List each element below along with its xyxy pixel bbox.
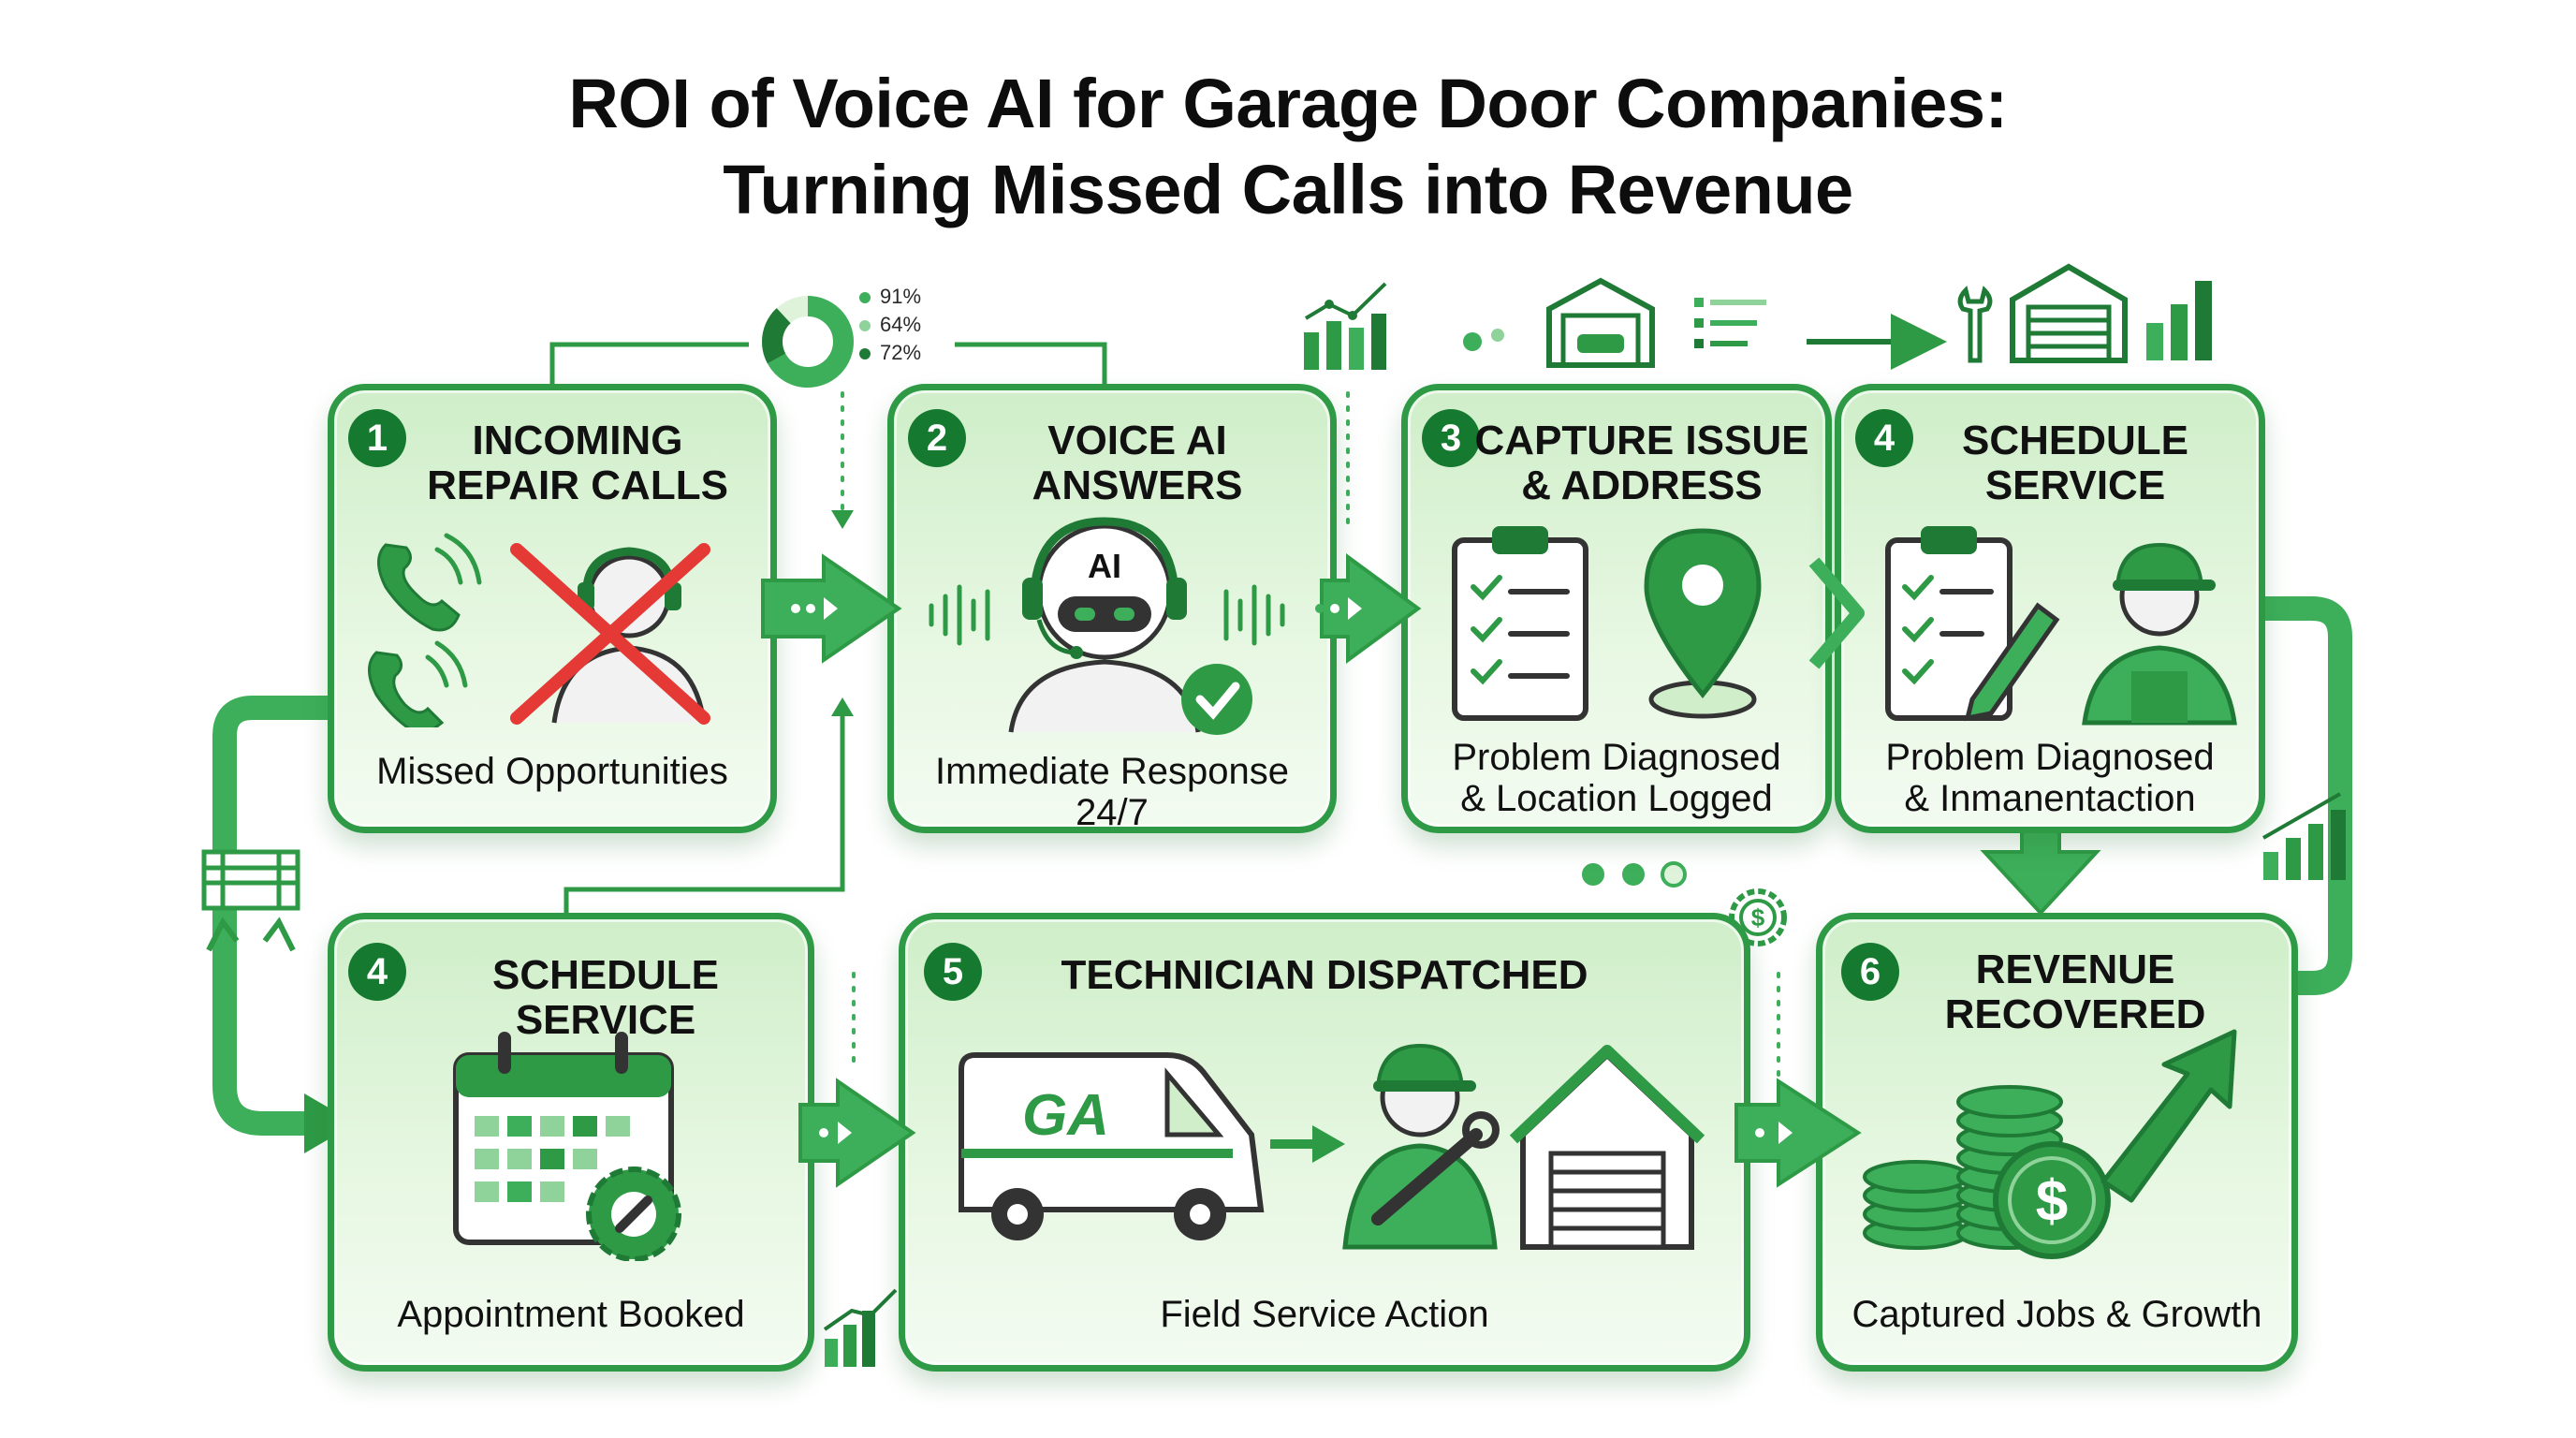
arrow-head bbox=[831, 697, 854, 716]
ai-robot-headset-icon: AI bbox=[929, 517, 1285, 735]
step-number-badge: 4 bbox=[348, 943, 406, 1001]
step-heading: TECHNICIAN DISPATCHED bbox=[1061, 952, 1588, 998]
legend-item: 91% bbox=[859, 283, 921, 311]
legend-label: 91% bbox=[880, 285, 922, 308]
technician-icon bbox=[2082, 542, 2237, 726]
step-heading: REVENUE RECOVERED bbox=[1944, 946, 2206, 1037]
legend-dot bbox=[859, 320, 871, 332]
bar-chart-icon bbox=[1304, 282, 1387, 370]
caller-person-icon bbox=[551, 547, 707, 724]
bar-chart-icon bbox=[823, 1288, 898, 1367]
title-line-2: Turning Missed Calls into Revenue bbox=[723, 151, 1853, 228]
legend-dot bbox=[859, 348, 871, 360]
connector-top-left bbox=[549, 342, 749, 384]
location-pin-icon bbox=[1644, 528, 1762, 719]
step-heading: SCHEDULE SERVICE bbox=[491, 952, 720, 1043]
step-card-5: 5 TECHNICIAN DISPATCHED GA bbox=[899, 913, 1750, 1372]
phone-ringing-icon bbox=[368, 533, 482, 727]
ai-label: AI bbox=[1088, 547, 1121, 585]
step-caption: Captured Jobs & Growth bbox=[1852, 1294, 2262, 1335]
down-arrow bbox=[1980, 822, 2101, 916]
legend-label: 64% bbox=[880, 313, 922, 336]
dot bbox=[1491, 329, 1504, 342]
legend-item: 72% bbox=[859, 339, 921, 367]
step-card-4-top: 4 SCHEDULE SERVICE Problem Diagnosed & I… bbox=[1835, 384, 2265, 833]
step-number-badge: 3 bbox=[1422, 409, 1480, 467]
step-card-1: 1 INCOMING REPAIR CALLS Missed Opportuni… bbox=[328, 384, 777, 833]
clipboard-checklist-icon bbox=[1452, 526, 1588, 721]
donut-legend: 91% 64% 72% bbox=[859, 283, 921, 367]
legend-label: 72% bbox=[880, 341, 922, 364]
van-icon: GA bbox=[959, 1052, 1265, 1240]
call-icons bbox=[368, 533, 710, 727]
step-number-badge: 2 bbox=[908, 409, 966, 467]
step-heading: SCHEDULE SERVICE bbox=[1961, 418, 2189, 508]
schedule-icons bbox=[1885, 526, 2237, 726]
checkmark-icon bbox=[1181, 664, 1252, 735]
step-card-2: 2 VOICE AI ANSWERS AI Immediate Response… bbox=[887, 384, 1337, 833]
arrow-head bbox=[1312, 1125, 1345, 1163]
dispatch-icons: GA bbox=[959, 1043, 1705, 1250]
step-caption: Field Service Action bbox=[1160, 1294, 1489, 1335]
dot bbox=[1582, 863, 1604, 886]
step-caption: Appointment Booked bbox=[397, 1294, 745, 1335]
garage-icon bbox=[2010, 263, 2128, 363]
arrow-head bbox=[831, 510, 854, 529]
step-card-3: 3 CAPTURE ISSUE & ADDRESS Problem Diagno… bbox=[1401, 384, 1832, 833]
bar-chart-icon bbox=[2146, 281, 2212, 360]
step-number-badge: 6 bbox=[1841, 943, 1899, 1001]
sound-wave-icon bbox=[929, 584, 1285, 646]
svg-text:$: $ bbox=[2036, 1169, 2068, 1234]
garage-house-icon bbox=[1509, 1045, 1705, 1250]
list-icon bbox=[1694, 298, 1766, 348]
garage-car-icon bbox=[1546, 277, 1655, 368]
technician-wrench-icon bbox=[1342, 1043, 1500, 1250]
legend-dot bbox=[859, 292, 871, 304]
step-caption: Problem Diagnosed & Inmanentaction bbox=[1885, 737, 2215, 819]
step-number-badge: 5 bbox=[924, 943, 982, 1001]
dot bbox=[1661, 861, 1687, 888]
calendar-gear-icon bbox=[453, 1032, 681, 1261]
step-heading: INCOMING REPAIR CALLS bbox=[427, 418, 728, 508]
cross-out-icon bbox=[510, 543, 710, 725]
legend-item: 64% bbox=[859, 311, 921, 339]
growth-arrow-icon bbox=[2100, 1029, 2237, 1203]
bar-chart-icon bbox=[2262, 792, 2346, 880]
svg-text:$: $ bbox=[1751, 903, 1765, 932]
donut-chart-icon bbox=[762, 296, 854, 388]
step-number-badge: 1 bbox=[348, 409, 406, 467]
garage-hands-icon bbox=[201, 849, 300, 952]
step-card-4-bottom: 4 SCHEDULE SERVICE Appointment Booked bbox=[328, 913, 814, 1372]
dot bbox=[1463, 332, 1482, 351]
coin-stacks-icon: $ bbox=[1863, 1085, 2111, 1259]
title-line-1: ROI of Voice AI for Garage Door Companie… bbox=[568, 65, 2008, 142]
step-number-badge: 4 bbox=[1855, 409, 1913, 467]
step-caption: Missed Opportunities bbox=[376, 751, 728, 792]
step-heading: CAPTURE ISSUE & ADDRESS bbox=[1474, 418, 1809, 508]
revenue-icons: $ bbox=[1863, 1029, 2237, 1259]
van-logo: GA bbox=[1022, 1083, 1109, 1148]
capture-icons bbox=[1452, 526, 1762, 721]
connector-top-right bbox=[955, 342, 1107, 384]
dot bbox=[1622, 863, 1645, 886]
checklist-pencil-icon bbox=[1885, 526, 2060, 722]
step-caption: Immediate Response 24/7 bbox=[935, 751, 1289, 833]
connector-up bbox=[564, 712, 845, 913]
wrench-icon bbox=[1957, 286, 1993, 363]
loop-connector-left bbox=[212, 696, 351, 1136]
step-caption: Problem Diagnosed & Location Logged bbox=[1452, 737, 1781, 819]
step-card-6: 6 REVENUE RECOVERED $ Captured Jobs & Gr… bbox=[1816, 913, 2298, 1372]
step-heading: VOICE AI ANSWERS bbox=[1032, 418, 1243, 508]
